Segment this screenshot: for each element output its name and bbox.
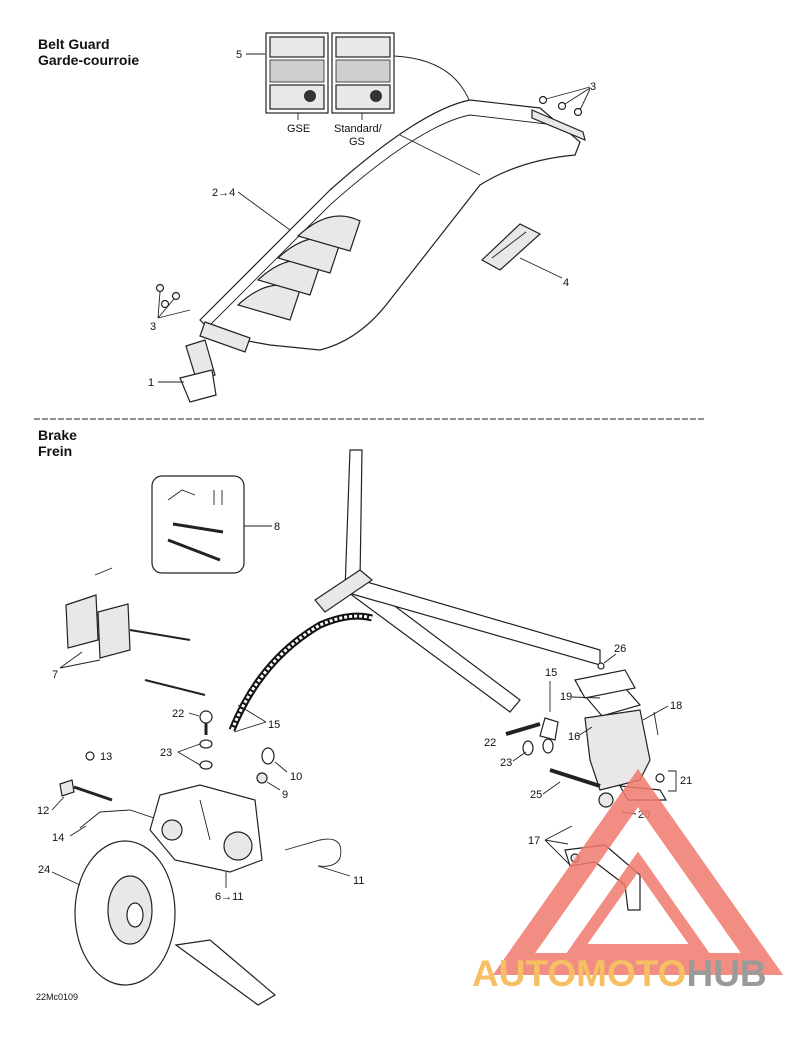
label-2-4: 2→4 (212, 187, 235, 199)
kit-8 (151, 475, 245, 574)
label-26: 26 (614, 643, 626, 655)
label-19: 19 (560, 691, 572, 703)
label-1: 1 (148, 377, 154, 389)
label-10: 10 (290, 771, 302, 783)
handlebar (314, 449, 601, 713)
label-gse: GSE (287, 123, 310, 135)
watermark-logo (492, 768, 784, 975)
brake-title-fr: Frein (38, 443, 73, 459)
watermark-text: AUTOMOTOHUB (472, 953, 767, 995)
label-7: 7 (52, 669, 58, 681)
decal-4 (480, 223, 542, 271)
label-3-left: 3 (150, 321, 156, 333)
brake-disc (74, 840, 176, 986)
label-23-left: 23 (160, 747, 172, 759)
label-4: 4 (563, 277, 569, 289)
watermark-text-part1: AUTOMOTO (472, 953, 687, 994)
label-17: 17 (528, 835, 540, 847)
label-11: 11 (353, 875, 364, 887)
label-6-11: 6→11 (215, 891, 244, 903)
label-3-top: 3 (590, 81, 596, 93)
clip-1 (179, 339, 217, 403)
label-standard: Standard/ (334, 123, 383, 135)
decal-gse (265, 32, 329, 114)
caliper (149, 784, 263, 873)
brake-pads-7 (65, 567, 206, 696)
label-9: 9 (282, 789, 288, 801)
label-13: 13 (100, 751, 112, 763)
label-21: 21 (680, 775, 692, 787)
decal-standard-gs (331, 32, 395, 114)
watermark-text-part2: HUB (686, 953, 767, 994)
bolt-12 (59, 779, 113, 802)
master-cylinder (574, 669, 668, 808)
brake-hose (228, 612, 373, 732)
label-gs: GS (349, 136, 365, 148)
label-5: 5 (236, 49, 242, 61)
belt-guard-body (199, 99, 586, 353)
label-22-left: 22 (172, 708, 184, 720)
brake-title: Brake Frein (38, 427, 77, 459)
belt-guard-group: GSE Standard/ GS 5 (148, 32, 596, 403)
label-18: 18 (670, 700, 682, 712)
belt-guard-title-fr: Garde-courroie (38, 52, 140, 68)
diagram-code: 22Mc0109 (36, 992, 79, 1002)
label-8: 8 (274, 521, 280, 533)
label-12: 12 (37, 805, 49, 817)
label-22-right: 22 (484, 737, 496, 749)
nuts-top (538, 86, 591, 117)
brake-group: 8 7 22 15 23 13 10 (37, 449, 692, 1006)
label-25: 25 (530, 789, 542, 801)
brake-title-en: Brake (38, 427, 77, 443)
belt-guard-title: Belt Guard Garde-courroie (38, 36, 139, 68)
belt-guard-title-en: Belt Guard (38, 36, 110, 52)
label-14: 14 (52, 832, 64, 844)
label-24: 24 (38, 864, 50, 876)
label-16: 16 (568, 731, 580, 743)
label-23-right: 23 (500, 757, 512, 769)
label-15-left: 15 (268, 719, 280, 731)
label-15-right: 15 (545, 667, 557, 679)
nuts-left (155, 283, 191, 319)
